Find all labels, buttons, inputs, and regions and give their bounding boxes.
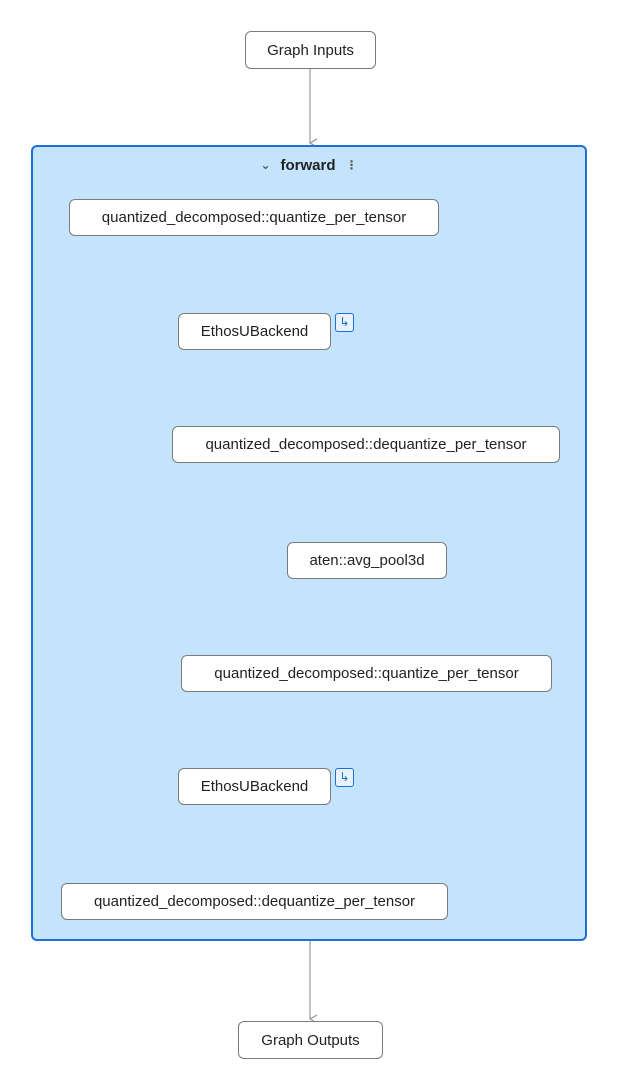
more-vertical-icon[interactable]: ⋮ [345,158,358,172]
group-header: ⌄ forward ⋮ [33,155,585,175]
node-ethosu-backend-1[interactable]: EthosUBackend [178,313,331,350]
node-quantize-per-tensor-1[interactable]: quantized_decomposed::quantize_per_tenso… [69,199,439,236]
expand-subgraph-icon[interactable]: ↳ [335,768,354,787]
node-dequantize-per-tensor-1[interactable]: quantized_decomposed::dequantize_per_ten… [172,426,560,463]
expand-subgraph-icon[interactable]: ↳ [335,313,354,332]
node-quantize-per-tensor-2[interactable]: quantized_decomposed::quantize_per_tenso… [181,655,552,692]
forward-group[interactable]: ⌄ forward ⋮ [31,145,587,941]
node-ethosu-backend-2[interactable]: EthosUBackend [178,768,331,805]
node-dequantize-per-tensor-2[interactable]: quantized_decomposed::dequantize_per_ten… [61,883,448,920]
node-avg-pool3d[interactable]: aten::avg_pool3d [287,542,447,579]
graph-outputs-node[interactable]: Graph Outputs [238,1021,383,1059]
collapse-icon[interactable]: ⌄ [260,158,271,172]
graph-inputs-node[interactable]: Graph Inputs [245,31,376,69]
group-title: forward [280,156,336,174]
